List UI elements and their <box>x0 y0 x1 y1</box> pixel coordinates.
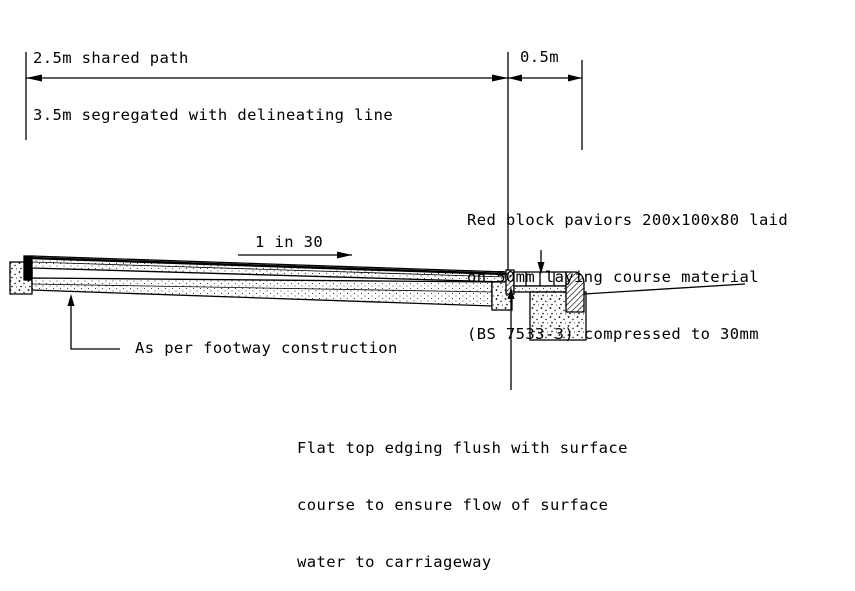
sub-base-layer <box>31 277 493 307</box>
left-kerb-block <box>9 255 33 295</box>
edging-note-line1: Flat top edging flush with surface <box>297 439 628 457</box>
paviors-note-line1: Red block paviors 200x100x80 laid <box>467 211 789 229</box>
edging-note-line3: water to carriageway <box>297 553 492 571</box>
block-paviors <box>513 271 567 293</box>
leader-arrowheads <box>67 262 545 306</box>
paviors-note-line3: (BS 7533-3) compressed to 30mm <box>467 325 759 343</box>
gradient-arrow <box>238 251 352 259</box>
paviors-note: Red block paviors 200x100x80 laid on 50m… <box>467 173 788 363</box>
paviors-note-line2: on 50mm laying course material <box>467 268 759 286</box>
margin-width-label: 0.5m <box>520 48 559 66</box>
carriageway-line <box>583 283 746 295</box>
path-width-label: 2.5m shared path 3.5m segregated with de… <box>33 11 393 144</box>
edging-note: Flat top edging flush with surface cours… <box>297 401 628 591</box>
cross-section-drawing <box>9 52 746 390</box>
dimension-arrowheads <box>26 74 582 82</box>
path-width-line1: 2.5m shared path <box>33 49 189 67</box>
gradient-label: 1 in 30 <box>255 233 324 251</box>
kerb <box>565 271 585 313</box>
path-width-line2: 3.5m segregated with delineating line <box>33 106 394 124</box>
footway-note: As per footway construction <box>135 339 398 357</box>
edging-note-line2: course to ensure flow of surface <box>297 496 609 514</box>
